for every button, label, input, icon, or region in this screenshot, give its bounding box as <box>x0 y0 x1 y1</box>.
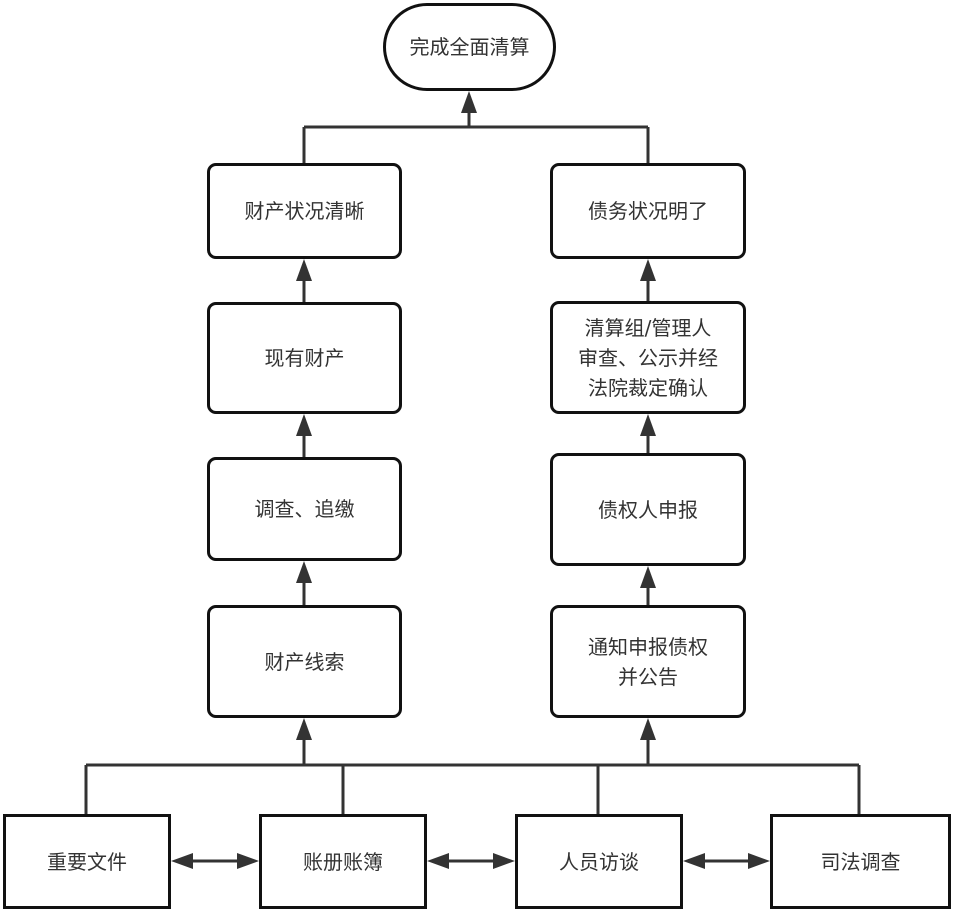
arrowhead-debt-2 <box>640 566 656 588</box>
node-label: 完成全面清算 <box>409 35 530 59</box>
arrowhead-s2-s3-left <box>427 853 449 869</box>
node-label: 债务状况明了 <box>588 199 708 223</box>
arrowhead-s3-s4-right <box>748 853 770 869</box>
arrowhead-s1-s2-left <box>171 853 193 869</box>
node-label: 财产状况清晰 <box>244 199 365 223</box>
node-existing-property: 现有财产 <box>207 302 402 414</box>
arrowhead-property-2 <box>296 561 312 583</box>
node-important-documents: 重要文件 <box>3 814 171 909</box>
arrowhead-d4 <box>640 718 656 740</box>
arrowhead-debt-0 <box>640 259 656 281</box>
node-judicial-investigation: 司法调查 <box>770 814 951 909</box>
node-property-clues: 财产线索 <box>207 605 402 718</box>
node-label: 通知申报债权 并公告 <box>588 634 708 689</box>
node-debt-status-clear: 债务状况明了 <box>550 163 746 259</box>
node-label: 重要文件 <box>47 849 127 874</box>
node-label: 司法调查 <box>820 849 901 874</box>
arrowhead-property-0 <box>296 259 312 281</box>
node-property-status-clear: 财产状况清晰 <box>207 163 402 259</box>
node-label: 财产线索 <box>264 649 345 674</box>
node-label: 调查、追缴 <box>254 497 355 521</box>
node-label: 现有财产 <box>264 346 345 370</box>
node-investigate-recover: 调查、追缴 <box>207 457 402 561</box>
arrowhead-debt-1 <box>640 414 656 436</box>
node-personnel-interviews: 人员访谈 <box>515 814 683 909</box>
arrowhead-property-1 <box>296 414 312 436</box>
node-goal: 完成全面清算 <box>383 3 556 91</box>
node-review-confirm: 清算组/管理人 审查、公示并经 法院裁定确认 <box>550 301 746 414</box>
arrowhead-s3-s4-left <box>683 853 705 869</box>
node-label: 清算组/管理人 审查、公示并经 法院裁定确认 <box>578 315 718 400</box>
arrowhead-s1-s2-right <box>237 853 259 869</box>
node-notify-announce: 通知申报债权 并公告 <box>550 605 746 718</box>
arrowhead-s2-s3-right <box>493 853 515 869</box>
node-creditor-declaration: 债权人申报 <box>550 453 746 566</box>
arrowhead-p4 <box>296 718 312 740</box>
node-label: 人员访谈 <box>559 849 639 874</box>
arrowhead-goal <box>461 91 477 113</box>
node-label: 债权人申报 <box>598 497 698 522</box>
node-label: 账册账簿 <box>303 849 383 874</box>
node-account-books: 账册账簿 <box>259 814 427 909</box>
